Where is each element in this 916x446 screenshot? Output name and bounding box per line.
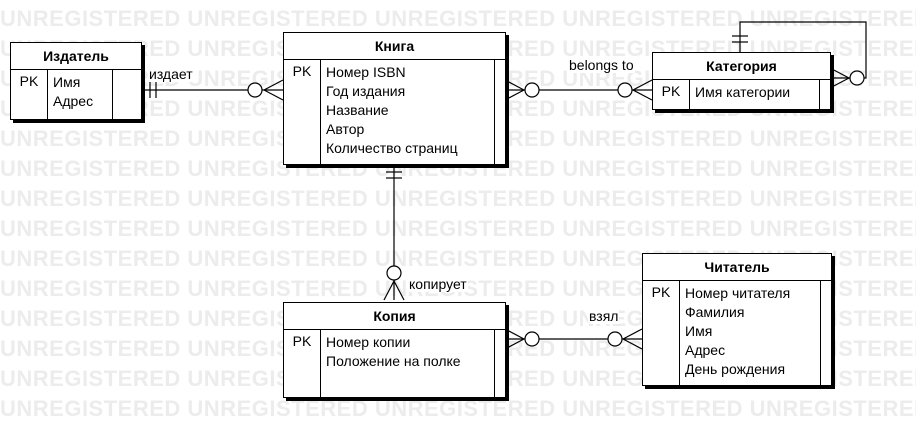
- entity-title: Категория: [653, 53, 830, 80]
- copy-crowfoot-right-2: [504, 338, 525, 350]
- attribute: Имя категории: [695, 84, 791, 100]
- book-crowfoot-right: [504, 79, 525, 91]
- pk-label: PK: [653, 80, 690, 109]
- relation-label-publishes: издает: [148, 66, 194, 82]
- copy-crowfoot-2: [393, 280, 405, 301]
- attribute: Имя: [685, 323, 713, 339]
- attribute: Фамилия: [685, 304, 745, 320]
- book-zero-circle: [247, 82, 263, 98]
- entity-publisher[interactable]: Издатель PK Имя Адрес: [10, 42, 142, 120]
- entity-reader[interactable]: Читатель PK Номер читателя Фамилия Имя А…: [642, 253, 832, 386]
- pk-label: PK: [643, 281, 680, 385]
- reader-crowfoot: [622, 328, 643, 340]
- category-zero-circle: [617, 82, 633, 98]
- attribute: Номер читателя: [685, 285, 791, 301]
- relation-label-belongs-to: belongs to: [568, 57, 635, 73]
- attribute: Автор: [326, 121, 365, 137]
- pk-label: PK: [284, 60, 321, 164]
- relation-label-borrowed: взял: [588, 308, 620, 324]
- category-self-zero: [849, 70, 865, 86]
- attribute: Номер копии: [326, 334, 411, 350]
- book-zero-right: [524, 82, 540, 98]
- entity-title: Книга: [284, 33, 505, 60]
- reader-zero-circle: [607, 331, 623, 347]
- reader-crowfoot-2: [622, 338, 643, 350]
- attribute: Адрес: [685, 342, 726, 358]
- entity-title: Читатель: [643, 254, 831, 281]
- copy-crowfoot-right: [504, 328, 525, 340]
- attribute: День рождения: [685, 361, 786, 377]
- pk-label: PK: [11, 70, 48, 119]
- book-crowfoot-2: [263, 89, 284, 101]
- category-self-crowfoot: [829, 67, 850, 79]
- attribute: Номер ISBN: [326, 64, 406, 80]
- entity-copy[interactable]: Копия PK Номер копии Положение на полке: [283, 302, 506, 398]
- entity-book[interactable]: Книга PK Номер ISBN Год издания Название…: [283, 32, 506, 165]
- attribute: Название: [326, 102, 389, 118]
- book-crowfoot: [263, 79, 284, 91]
- attribute: Год издания: [326, 83, 406, 99]
- pk-label: PK: [284, 330, 321, 397]
- attribute: Имя: [53, 74, 81, 90]
- book-crowfoot-right-2: [504, 89, 525, 101]
- category-crowfoot: [632, 79, 653, 91]
- entity-category[interactable]: Категория PK Имя категории: [652, 52, 831, 110]
- entity-title: Издатель: [11, 43, 141, 70]
- attribute: Положение на полке: [326, 353, 461, 369]
- category-self-crowfoot-2: [829, 77, 850, 89]
- entity-title: Копия: [284, 303, 505, 330]
- copy-zero-right: [524, 331, 540, 347]
- copy-zero-circle: [386, 265, 402, 281]
- attribute: Адрес: [53, 93, 94, 109]
- category-crowfoot-2: [632, 89, 653, 101]
- copy-crowfoot: [383, 280, 395, 301]
- attribute: Количество страниц: [326, 140, 458, 156]
- relation-label-copies: копирует: [408, 276, 468, 292]
